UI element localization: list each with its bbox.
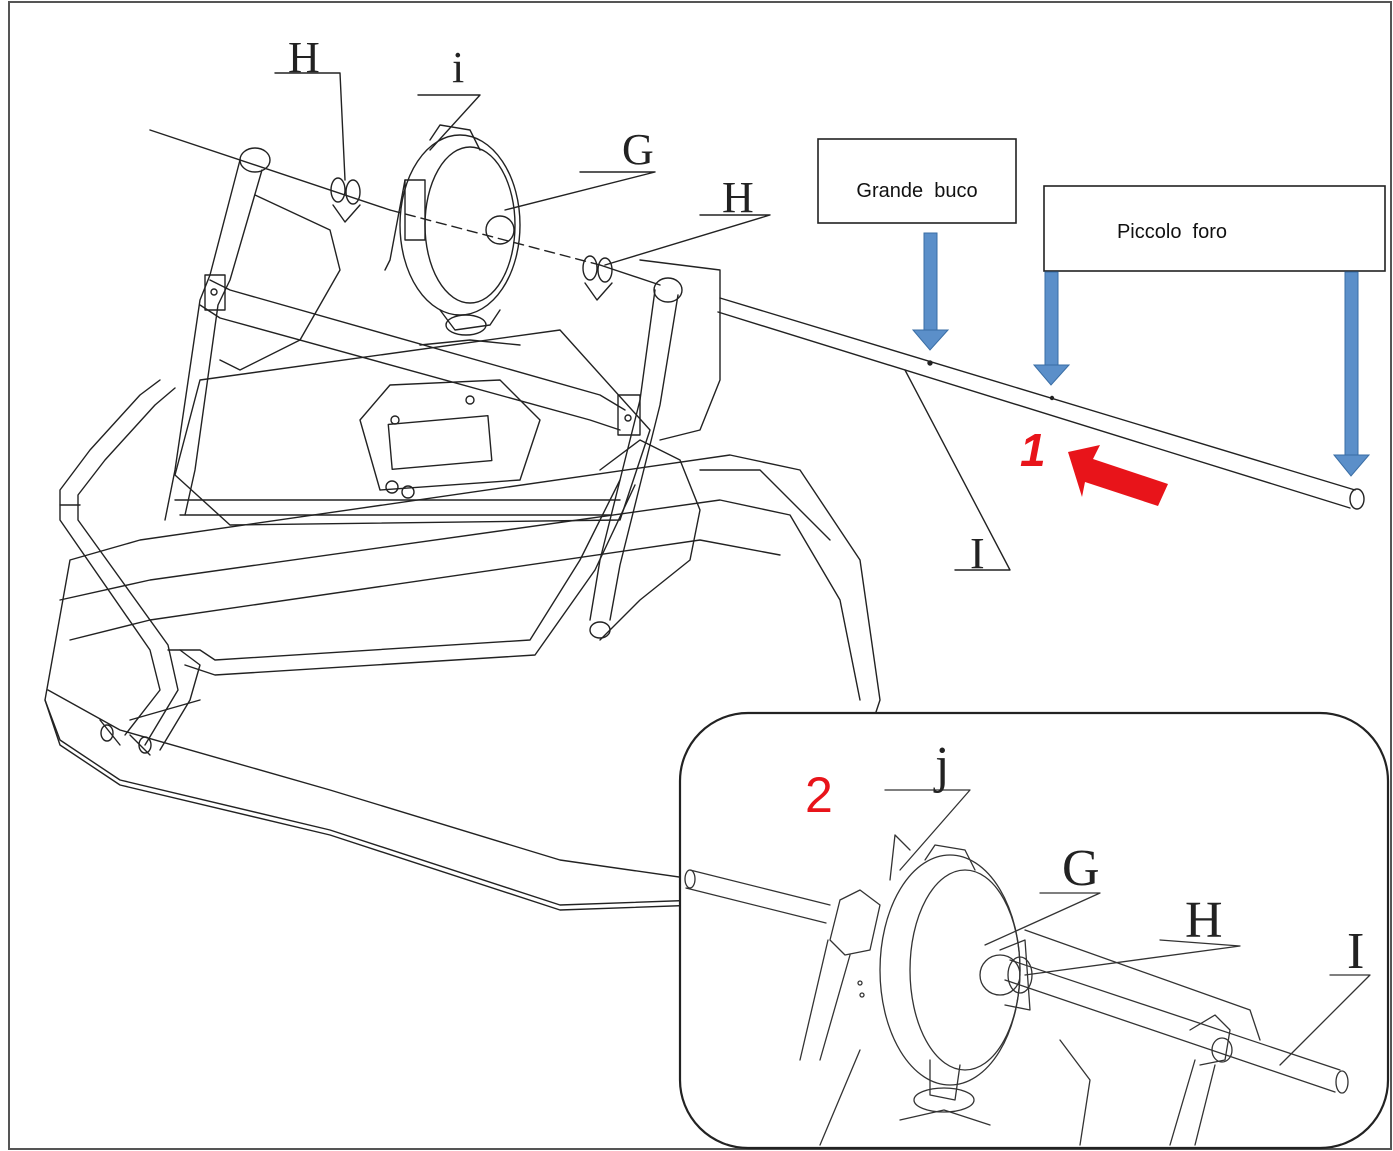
callout-large-hole: Grande buco (817, 138, 1017, 224)
label-g-inset: G (1062, 840, 1100, 897)
rod-i (718, 298, 1364, 509)
label-i-top: i (452, 43, 464, 92)
callout-small-hole-text: Piccolo foro (1117, 221, 1227, 243)
handle-frame (60, 380, 635, 755)
base-plate (175, 330, 650, 525)
side-plates (220, 195, 720, 440)
blue-arrow-large-hole (911, 232, 950, 351)
bushing-h-left (331, 178, 360, 222)
label-i-main: I (970, 529, 985, 578)
leader-lines (275, 73, 1010, 570)
label-h-top-left: H (288, 33, 320, 82)
pump-g (385, 125, 520, 345)
step-1-label: 1 (1020, 424, 1046, 476)
bushing-h-right (583, 256, 612, 300)
label-h-inset: H (1185, 892, 1223, 949)
diagram-border (8, 1, 1392, 1150)
label-g-top: G (622, 125, 654, 174)
blue-arrow-small-hole-1 (1032, 271, 1071, 386)
callout-small-hole: Piccolo foro (1043, 185, 1386, 272)
callout-large-hole-text: Grande buco (856, 180, 977, 202)
label-h-top-right: H (722, 173, 754, 222)
label-i-inset: I (1347, 923, 1364, 980)
blue-arrow-small-hole-2 (1332, 271, 1371, 477)
step-2-label: 2 (805, 767, 833, 823)
a-frame (165, 148, 700, 640)
inset-detail: 2 j G H I (678, 711, 1390, 1150)
label-j-inset: j (933, 737, 949, 794)
red-arrow-step-1 (1068, 445, 1168, 506)
